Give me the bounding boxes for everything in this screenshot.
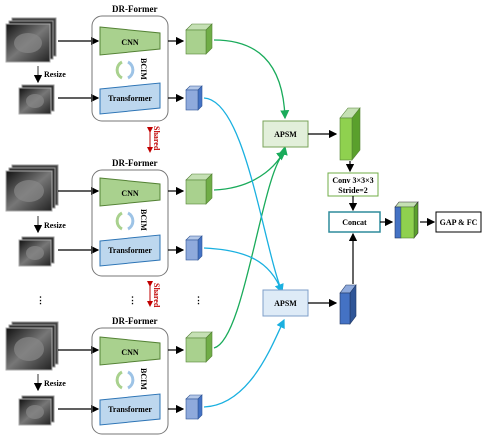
cnn-label-3: CNN xyxy=(121,348,139,357)
transformer-label-1: Transformer xyxy=(108,94,152,103)
transformer-block-3 xyxy=(99,393,161,426)
apsm-green-output-cube xyxy=(339,107,361,161)
mri-volume-large-1 xyxy=(5,17,57,63)
mri-volume-large-2 xyxy=(5,164,59,212)
shared-indicator-1: Shared xyxy=(147,126,161,153)
gap-fc-label: GAP & FC xyxy=(440,218,478,227)
apsm-label-1: APSM xyxy=(274,130,297,139)
dr-former-box-3 xyxy=(91,327,169,435)
mri-volume-small-1 xyxy=(18,84,55,115)
shared-label-1: Shared xyxy=(152,126,161,151)
mri-volume-small-2 xyxy=(18,236,55,267)
resize-label-2: Resize xyxy=(44,221,66,230)
transformer-block-2 xyxy=(99,234,161,267)
cnn-label-1: CNN xyxy=(121,38,139,47)
ellipsis-left: ⋮ xyxy=(36,295,45,305)
dr-former-title-2: DR-Former xyxy=(112,158,157,168)
dr-former-box-2 xyxy=(91,169,169,277)
cnn-feature-cube-2 xyxy=(185,173,213,205)
bcim-label-2: BCIM xyxy=(139,209,148,231)
green-connectors xyxy=(213,39,290,349)
resize-label-3: Resize xyxy=(44,379,66,388)
branch-3: Resize DR-Former CNN Transformer BCIM xyxy=(5,316,213,435)
bcim-arc-blue-2 xyxy=(127,211,135,231)
cnn-feature-cube-3 xyxy=(185,331,213,363)
conv-label-line2: Stride=2 xyxy=(338,186,367,195)
cnn-feature-cube-1 xyxy=(185,23,213,55)
ellipsis-right: ⋮ xyxy=(194,295,203,305)
bcim-label-1: BCIM xyxy=(139,58,148,80)
branch-1: Resize DR-Former CNN Transformer BCIM xyxy=(5,4,213,122)
bcim-arc-green-2 xyxy=(115,211,123,231)
bcim-arc-green-3 xyxy=(115,370,123,390)
concat-label: Concat xyxy=(342,218,367,227)
transformer-block-1 xyxy=(99,82,161,115)
bcim-arc-blue-3 xyxy=(127,370,135,390)
dr-former-title-3: DR-Former xyxy=(112,316,157,326)
shared-label-2: Shared xyxy=(152,283,161,308)
ellipsis-middle: ⋮ xyxy=(128,295,137,305)
dr-former-title-1: DR-Former xyxy=(112,4,157,14)
dr-former-box-1 xyxy=(91,15,169,122)
cnn-block-2 xyxy=(99,177,161,207)
transformer-feature-cube-3 xyxy=(185,394,203,420)
bcim-arc-green-1 xyxy=(115,60,123,80)
transformer-feature-cube-1 xyxy=(185,85,203,111)
transformer-label-2: Transformer xyxy=(108,246,152,255)
cnn-block-3 xyxy=(99,336,161,366)
apsm-blue-output-cube xyxy=(339,284,357,325)
resize-label-1: Resize xyxy=(44,70,66,79)
mri-volume-large-3 xyxy=(5,321,59,371)
transformer-label-3: Transformer xyxy=(108,405,152,414)
fused-feature-cube xyxy=(394,201,419,239)
bcim-label-3: BCIM xyxy=(139,368,148,390)
branch-2: Resize DR-Former CNN Transformer BCIM xyxy=(5,158,213,277)
apsm-block-1 xyxy=(262,120,309,148)
shared-indicator-2: Shared xyxy=(147,281,161,308)
gap-fc-block xyxy=(435,211,482,233)
cnn-label-2: CNN xyxy=(121,189,139,198)
apsm-label-2: APSM xyxy=(274,299,297,308)
transformer-feature-cube-2 xyxy=(185,235,203,261)
apsm-block-2 xyxy=(262,289,309,317)
cyan-connectors xyxy=(203,97,285,408)
cnn-block-1 xyxy=(99,26,161,56)
mri-volume-small-3 xyxy=(18,395,55,426)
conv-label-line1: Conv 3×3×3 xyxy=(332,176,373,185)
bcim-arc-blue-1 xyxy=(127,60,135,80)
